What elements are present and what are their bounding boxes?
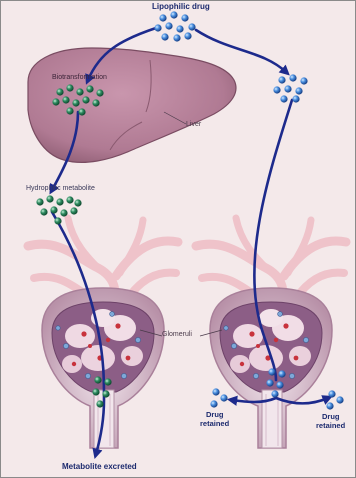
- drug-retained-right-label-2: retained: [316, 421, 345, 430]
- biotransformation-label: Biotransformation: [52, 74, 107, 81]
- liver-label: Liver: [186, 121, 201, 128]
- drug-retained-left-label-1: Drug: [206, 410, 224, 419]
- hydrophilic-metabolite-label: Hydrophilic metabolite: [26, 185, 95, 192]
- drug-retained-left-label-2: retained: [200, 419, 229, 428]
- lipophilic-drug-label: Lipophilic drug: [152, 2, 210, 11]
- glomeruli-label: Glomeruli: [162, 331, 192, 338]
- metabolite-excreted-label: Metabolite excreted: [62, 462, 137, 471]
- drug-retained-right-label-1: Drug: [322, 412, 340, 421]
